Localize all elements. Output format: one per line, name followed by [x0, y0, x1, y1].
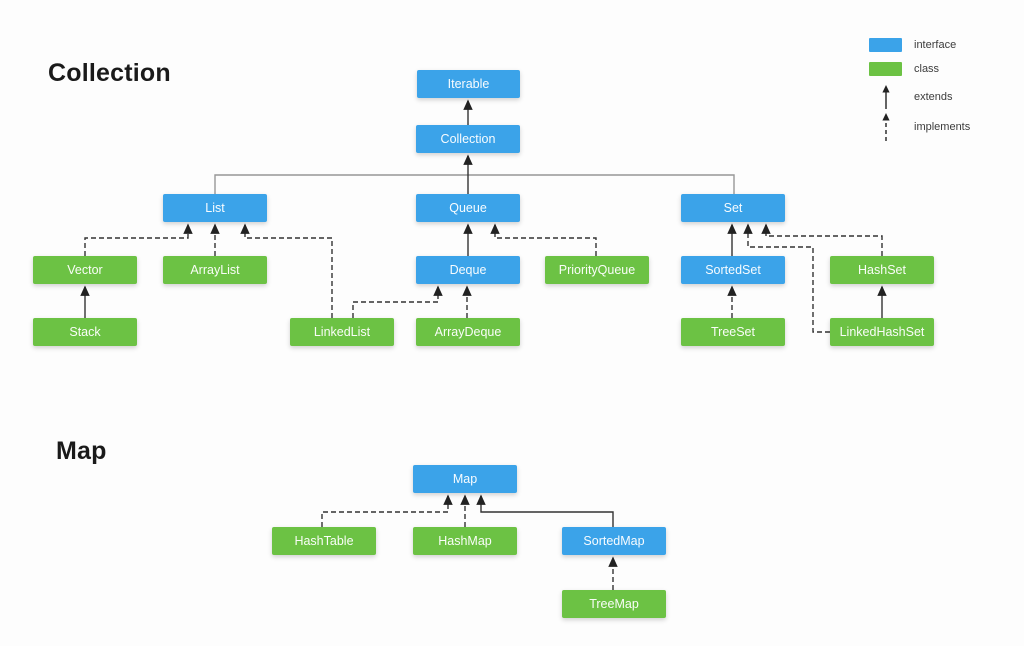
- node-list: List: [163, 194, 267, 222]
- edge-list-queue-set-to-collection-bus-connector: [214, 174, 735, 194]
- class-swatch: [869, 62, 902, 76]
- legend-row-extends: extends: [869, 84, 953, 110]
- node-deque: Deque: [416, 256, 520, 284]
- node-map: Map: [413, 465, 517, 493]
- node-hashmap: HashMap: [413, 527, 517, 555]
- legend-class-label: class: [914, 63, 940, 75]
- edge-linkedlist-to-list-implements: [240, 223, 333, 318]
- node-iterable: Iterable: [417, 70, 520, 98]
- node-priorityqueue: PriorityQueue: [545, 256, 649, 284]
- node-stack: Stack: [33, 318, 137, 346]
- node-hashset: HashSet: [830, 256, 934, 284]
- edge-priorityqueue-to-queue-implements: [490, 223, 597, 256]
- node-vector: Vector: [33, 256, 137, 284]
- node-arraydeque: ArrayDeque: [416, 318, 520, 346]
- node-linkedhashset: LinkedHashSet: [830, 318, 934, 346]
- interface-swatch: [869, 38, 902, 52]
- node-linkedlist: LinkedList: [290, 318, 394, 346]
- edge-sortedmap-to-map-extends: [476, 494, 614, 527]
- legend-implements-label: implements: [914, 121, 971, 133]
- collection-section-title: Collection: [48, 59, 171, 87]
- edge-linkedhashset-to-set-implements: [743, 223, 830, 333]
- node-treeset: TreeSet: [681, 318, 785, 346]
- implements-arrow-icon: [869, 112, 902, 142]
- node-set: Set: [681, 194, 785, 222]
- node-queue: Queue: [416, 194, 520, 222]
- edge-hashset-to-set-implements: [761, 223, 883, 256]
- legend-row-implements: implements: [869, 112, 970, 142]
- legend-row-class: class: [869, 62, 939, 76]
- extends-arrow-icon: [869, 84, 902, 110]
- node-hashtable: HashTable: [272, 527, 376, 555]
- node-arraylist: ArrayList: [163, 256, 267, 284]
- edge-hashtable-to-map-implements: [321, 494, 453, 527]
- legend-row-interface: interface: [869, 38, 956, 52]
- node-sortedmap: SortedMap: [562, 527, 666, 555]
- node-treemap: TreeMap: [562, 590, 666, 618]
- edge-linkedlist-to-deque-implements: [352, 285, 443, 318]
- edge-vector-to-list-implements: [84, 223, 193, 256]
- node-sortedset: SortedSet: [681, 256, 785, 284]
- node-collection: Collection: [416, 125, 520, 153]
- legend-interface-label: interface: [914, 39, 957, 51]
- legend-extends-label: extends: [914, 91, 953, 103]
- map-section-title: Map: [56, 437, 107, 465]
